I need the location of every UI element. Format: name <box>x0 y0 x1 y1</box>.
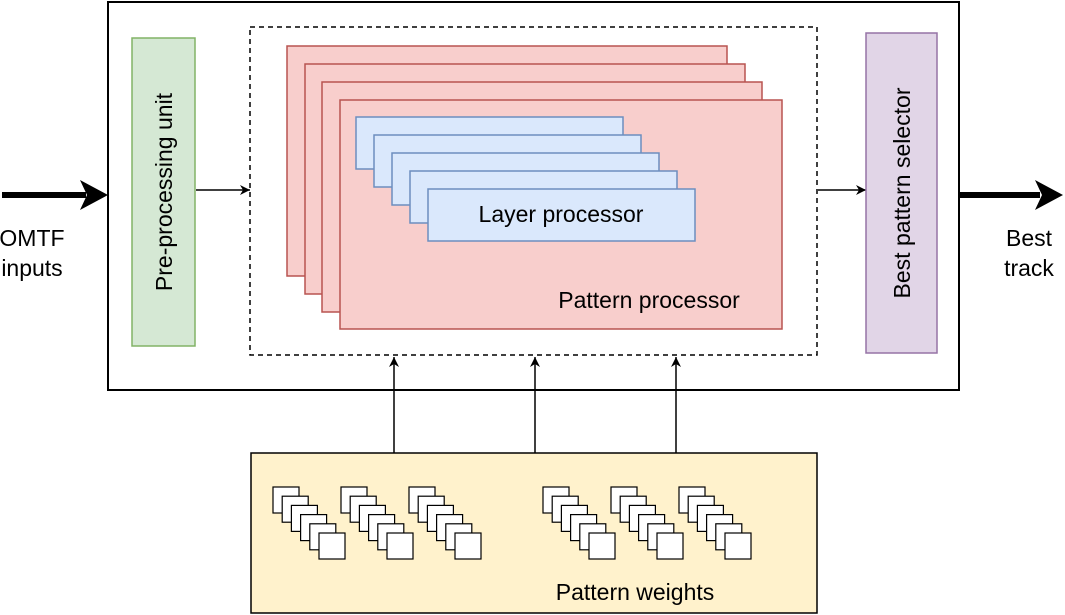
weight-stack <box>340 486 414 560</box>
pattern-processors-container <box>249 26 818 356</box>
weight-stack <box>542 486 616 560</box>
output-label-line2: track <box>1004 255 1054 281</box>
best-pattern-selector-label: Best pattern selector <box>889 87 915 298</box>
layer-processor-label: Layer processor <box>479 201 644 227</box>
weight-square <box>386 532 414 560</box>
weight-stack <box>610 486 684 560</box>
input-label-line2: inputs <box>1 255 62 281</box>
layer-processor-card <box>427 188 696 242</box>
pattern-weights-label: Pattern weights <box>556 579 715 605</box>
weight-stack <box>272 486 346 560</box>
pattern-processor-label: Pattern processor <box>558 287 740 313</box>
weight-square <box>588 532 616 560</box>
weight-stack <box>408 486 482 560</box>
weight-stacks <box>272 486 752 560</box>
weight-square <box>656 532 684 560</box>
weight-square <box>318 532 346 560</box>
input-label-line1: OMTF <box>0 225 65 251</box>
output-label-line1: Best <box>1006 225 1053 251</box>
weight-square <box>454 532 482 560</box>
preprocessing-unit-label: Pre-processing unit <box>151 92 177 291</box>
layer-processor-stack <box>355 116 696 242</box>
input-arrow <box>2 180 108 210</box>
weight-square <box>724 532 752 560</box>
preprocessing-unit-box <box>131 37 196 347</box>
best-pattern-selector-box <box>865 32 938 354</box>
weight-stack <box>678 486 752 560</box>
output-arrow <box>960 180 1063 210</box>
